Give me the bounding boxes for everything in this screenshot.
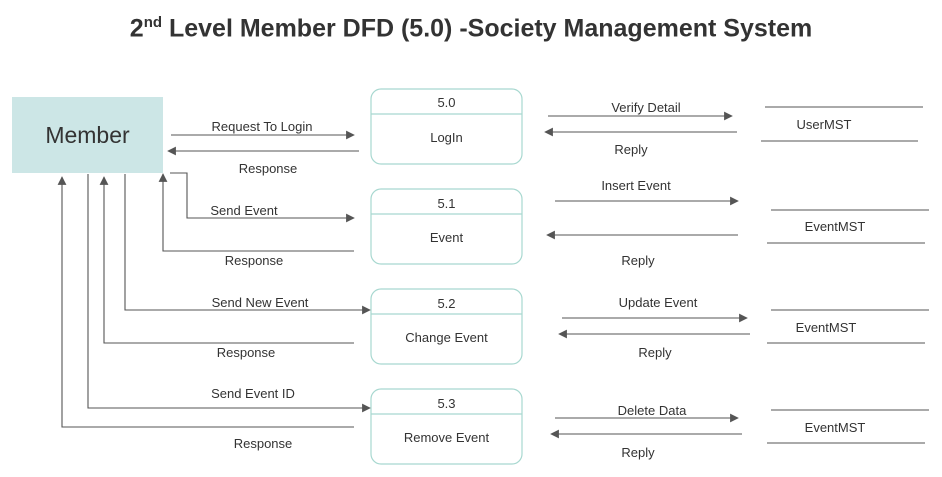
process-box xyxy=(370,188,523,265)
process-name: Change Event xyxy=(405,330,488,345)
process-id: 5.0 xyxy=(437,95,455,110)
flow-request-label: Send New Event xyxy=(212,295,309,310)
process-name: LogIn xyxy=(430,130,463,145)
title-superscript: nd xyxy=(143,14,163,31)
process-id: 5.3 xyxy=(437,396,455,411)
flow-change-event: Send New Event Response xyxy=(99,174,371,360)
diagram-title: 2nd Level Member DFD (5.0) -Society Mana… xyxy=(0,14,942,43)
flow-response-label: Response xyxy=(225,253,284,268)
data-store-eventmst-1: EventMST xyxy=(767,209,929,244)
process-5-2: 5.2 Change Event xyxy=(370,288,523,365)
data-store-eventmst-2: EventMST xyxy=(767,309,929,344)
entity-member-box xyxy=(12,97,163,173)
entity-member-label: Member xyxy=(45,122,130,148)
process-id: 5.2 xyxy=(437,296,455,311)
store-flow-insert: Insert Event Reply xyxy=(546,178,739,268)
data-store-usermst: UserMST xyxy=(761,106,923,142)
store-flow-back-label: Reply xyxy=(614,142,648,157)
flow-request-label: Send Event xyxy=(210,203,278,218)
store-flow-delete: Delete Data Reply xyxy=(550,403,742,460)
title-number: 2 xyxy=(129,14,144,43)
store-label: UserMST xyxy=(797,117,852,132)
flow-request-label: Send Event ID xyxy=(211,386,295,401)
process-box xyxy=(370,388,523,465)
process-name: Event xyxy=(430,230,464,245)
process-5-3: 5.3 Remove Event xyxy=(370,388,523,465)
flow-response-label: Response xyxy=(217,345,276,360)
flow-response-arrow xyxy=(57,176,354,428)
store-flow-back-label: Reply xyxy=(621,253,655,268)
store-label: EventMST xyxy=(805,420,866,435)
process-name: Remove Event xyxy=(404,430,490,445)
flow-response-label: Response xyxy=(239,161,298,176)
process-5-1: 5.1 Event xyxy=(370,188,523,265)
flow-request-arrow xyxy=(170,172,355,223)
store-flow-out-label: Update Event xyxy=(619,295,698,310)
flow-remove-event: Send Event ID Response xyxy=(57,174,371,451)
flow-request-label: Request To Login xyxy=(212,119,313,134)
flow-response-label: Response xyxy=(234,436,293,451)
flow-response-arrow xyxy=(99,176,354,344)
process-5-0: 5.0 LogIn xyxy=(370,88,523,165)
store-flow-out-label: Insert Event xyxy=(601,178,671,193)
flow-request-arrow xyxy=(87,174,371,413)
flow-response-arrow xyxy=(158,173,354,252)
store-flow-out-label: Delete Data xyxy=(618,403,687,418)
store-flow-back-label: Reply xyxy=(638,345,672,360)
entity-member: Member xyxy=(12,97,163,173)
flow-event: Send Event Response xyxy=(158,172,355,268)
data-store-eventmst-3: EventMST xyxy=(767,409,929,444)
title-text: Level Member DFD (5.0) -Society Manageme… xyxy=(162,14,813,43)
flow-login: Request To Login Response xyxy=(167,119,359,176)
store-label: EventMST xyxy=(805,219,866,234)
process-box xyxy=(370,88,523,165)
flow-request-arrow xyxy=(124,174,371,315)
store-flow-verify: Verify Detail Reply xyxy=(544,100,737,157)
store-label: EventMST xyxy=(796,320,857,335)
process-id: 5.1 xyxy=(437,196,455,211)
process-box xyxy=(370,288,523,365)
store-flow-back-label: Reply xyxy=(621,445,655,460)
store-flow-out-label: Verify Detail xyxy=(611,100,680,115)
store-flow-update: Update Event Reply xyxy=(558,295,750,360)
